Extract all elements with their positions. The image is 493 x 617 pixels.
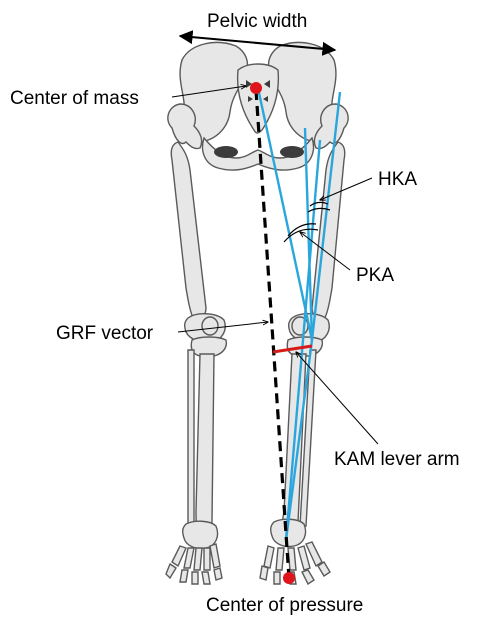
kam-lever-arm-label: KAM lever arm	[334, 449, 460, 470]
center-of-pressure-marker	[283, 572, 295, 584]
left-leg	[166, 104, 226, 584]
right-leg	[260, 104, 348, 584]
pka-label: PKA	[356, 265, 394, 286]
grf-vector-label: GRF vector	[56, 323, 154, 344]
hka-label: HKA	[378, 169, 417, 190]
pelvic-width-label: Pelvic width	[207, 11, 307, 32]
center-of-mass-label: Center of mass	[10, 88, 139, 109]
center-of-mass-marker	[250, 82, 262, 94]
center-of-pressure-label: Center of pressure	[206, 595, 363, 616]
